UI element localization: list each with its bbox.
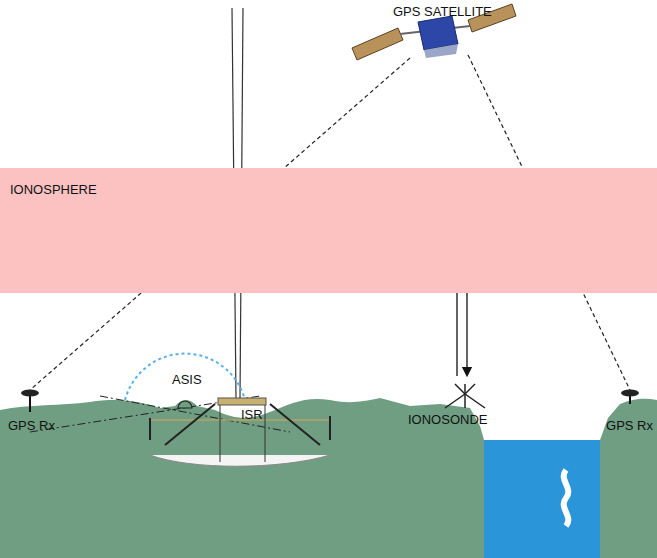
ionosphere-band-fill [0,168,657,293]
gps-satellite [352,4,516,60]
part-label: GPS SATELLITE [393,4,492,19]
ionosonde-antenna [445,384,485,408]
water-break [564,470,569,526]
gps-receiver [21,390,639,413]
region-label: IONOSPHERE [10,182,657,197]
water [484,440,600,558]
ionosphere-band: IONOSPHERE [0,168,657,293]
part-label: GPS Rx [606,418,653,433]
ground [0,398,657,558]
part-label: GPS Rx [8,418,55,433]
part-label: ASIS [172,372,202,387]
part-label: ISR [241,407,263,422]
isr-antenna [150,398,330,466]
part-label: IONOSONDE [408,412,487,427]
